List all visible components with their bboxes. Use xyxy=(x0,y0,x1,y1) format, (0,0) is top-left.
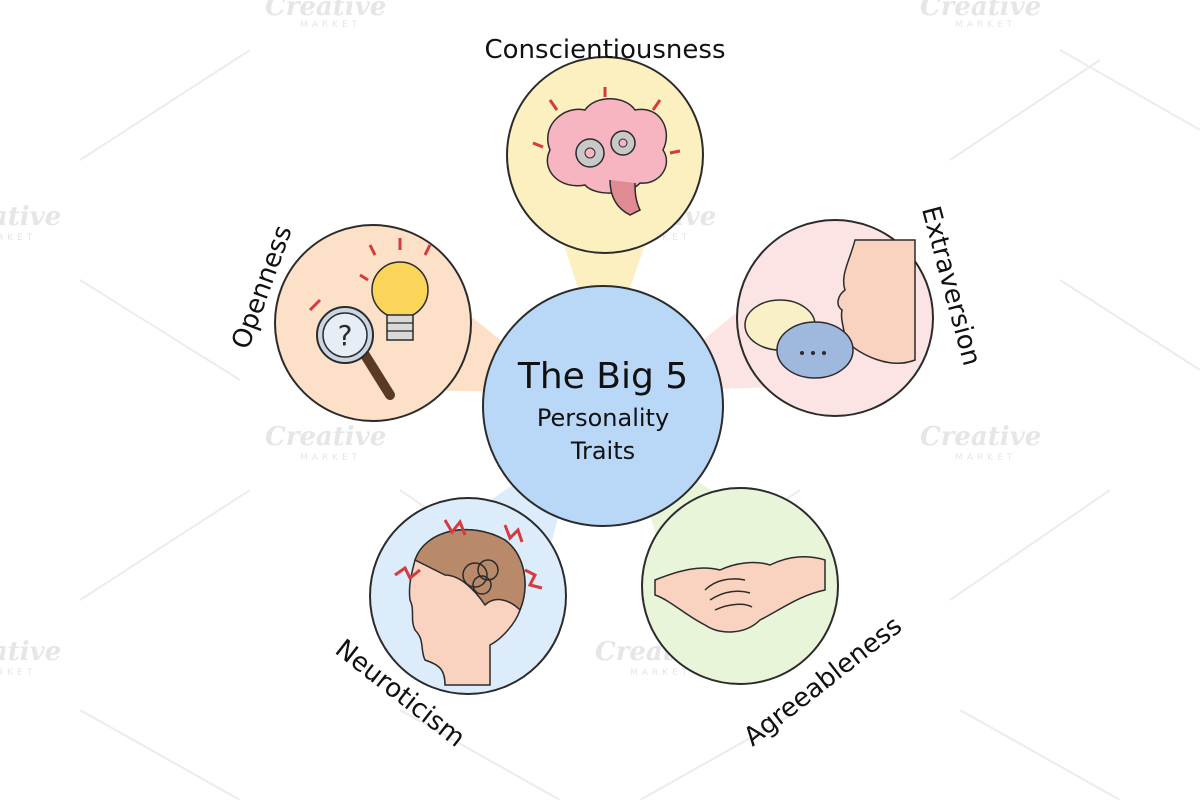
watermark-logo: Creative MARKET xyxy=(0,202,61,243)
watermark-text: Creative xyxy=(920,422,1041,452)
center-subtitle-line1: Personality xyxy=(537,404,669,432)
watermark-subtext: MARKET xyxy=(955,20,1016,30)
watermark-subtext: MARKET xyxy=(955,453,1016,463)
watermark-logo: Creative MARKET xyxy=(265,0,386,30)
center-subtitle-line2: Traits xyxy=(570,437,635,465)
watermark-text: Creative xyxy=(920,0,1041,22)
center-node: The Big 5 Personality Traits xyxy=(482,285,724,527)
watermark-subtext: MARKET xyxy=(630,668,691,678)
brain-gears-icon xyxy=(532,87,681,216)
watermark-subtext: MARKET xyxy=(0,668,36,678)
watermark-logo: Creative MARKET xyxy=(920,422,1041,463)
watermark-subtext: MARKET xyxy=(0,233,36,243)
watermark-text: Creative xyxy=(0,202,61,232)
center-title: The Big 5 xyxy=(517,356,688,397)
center-circle xyxy=(482,285,724,527)
handshake-icon xyxy=(654,555,826,633)
watermark-text: Creative xyxy=(0,637,61,667)
stressed-head-icon xyxy=(394,519,543,686)
lightbulb-magnifier-icon: ? xyxy=(308,238,432,400)
speaking-face-icon xyxy=(744,239,916,379)
trait-label-conscientiousness: Conscientiousness xyxy=(485,35,726,65)
watermark-text: Creative xyxy=(265,0,386,22)
watermark-subtext: MARKET xyxy=(300,20,361,30)
trait-circle-openness xyxy=(274,224,472,422)
watermark-text: Creative xyxy=(265,422,386,452)
question-mark-icon: ? xyxy=(338,319,353,352)
watermark-logo: Creative MARKET xyxy=(0,637,61,678)
watermark-logo: Creative MARKET xyxy=(920,0,1041,30)
watermark-subtext: MARKET xyxy=(300,453,361,463)
watermark-logo: Creative MARKET xyxy=(265,422,386,463)
